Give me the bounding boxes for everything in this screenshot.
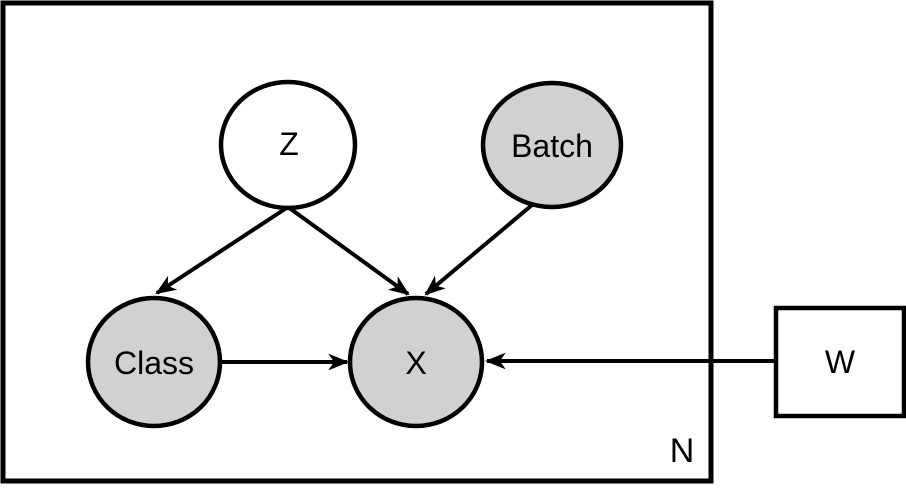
node-x-label: X [405, 345, 426, 381]
node-z-label: Z [279, 126, 299, 162]
node-batch-label: Batch [511, 128, 593, 164]
node-w-label: W [825, 344, 856, 380]
node-class-label: Class [114, 345, 194, 381]
edge-batch-x [424, 203, 534, 296]
edge-z-class [155, 205, 290, 295]
edge-z-x [286, 205, 410, 296]
node-x [347, 295, 485, 429]
node-class [85, 295, 223, 429]
plate-label: N [670, 432, 695, 470]
node-batch [480, 80, 624, 210]
plate-rect [0, 0, 714, 484]
